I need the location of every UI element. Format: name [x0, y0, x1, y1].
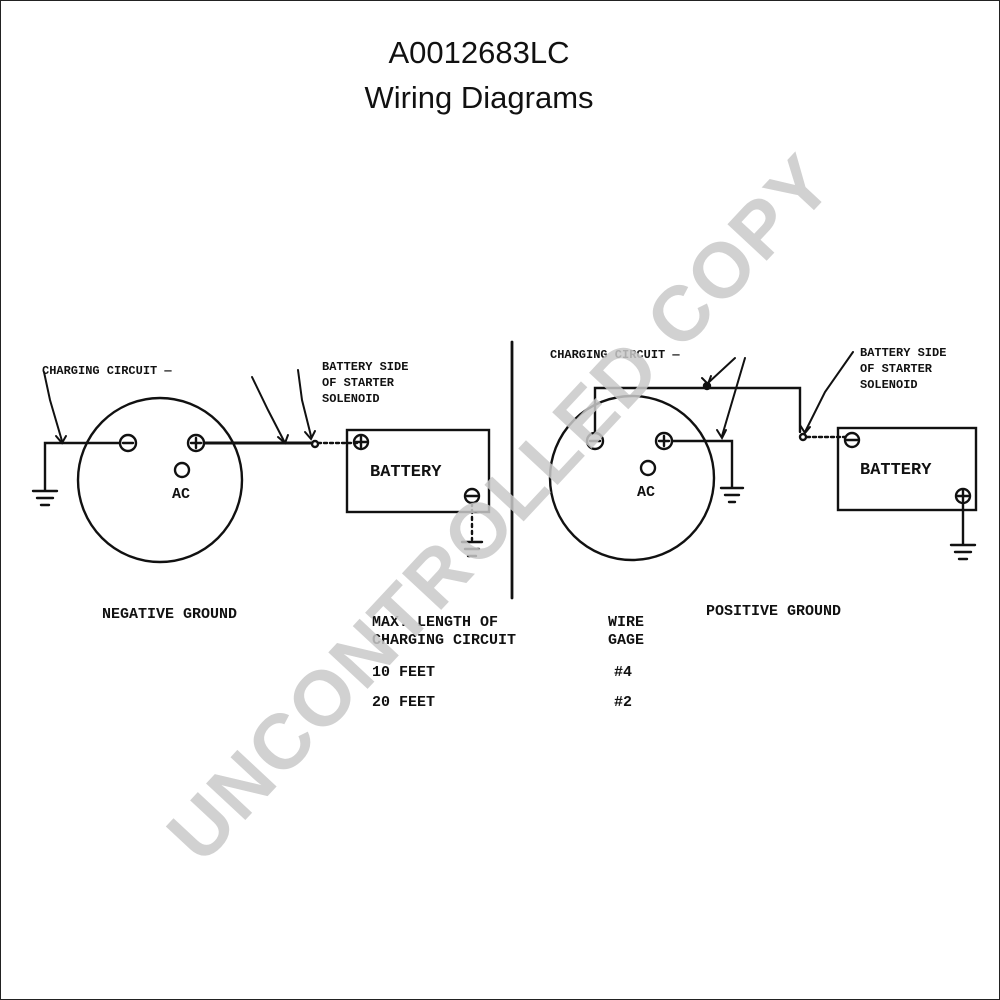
- neg-battery-side-line-3: SOLENOID: [322, 392, 380, 406]
- pos-battery: [836, 426, 978, 512]
- table-col2-header-line-2: GAGE: [608, 632, 644, 649]
- positive-ground-diagram: [548, 351, 978, 562]
- neg-battery-side-line-2: OF STARTER: [322, 376, 395, 390]
- part-number: A0012683LC: [388, 35, 570, 70]
- neg-ground-wire: [43, 441, 122, 492]
- neg-battery: [345, 428, 491, 514]
- positive-labels: CHARGING CIRCUIT — BATTERY SIDE OF START…: [550, 346, 946, 620]
- pos-charging-circuit-label: CHARGING CIRCUIT —: [550, 348, 680, 362]
- table-col1-header-line-1: MAX. LENGTH OF: [372, 614, 498, 631]
- pos-battery-side-line-2: OF STARTER: [860, 362, 933, 376]
- pos-ground-wire: [670, 439, 734, 489]
- negative-ground-diagram: [31, 369, 491, 564]
- neg-battery-label: BATTERY: [370, 463, 442, 482]
- wire-gage-table: MAX. LENGTH OF CHARGING CIRCUIT WIRE GAG…: [372, 614, 644, 711]
- pos-caption: POSITIVE GROUND: [706, 603, 841, 620]
- pos-battery-label: BATTERY: [860, 461, 932, 480]
- neg-charging-circuit-label: CHARGING CIRCUIT —: [42, 364, 172, 378]
- title-block: A0012683LC Wiring Diagrams: [0, 30, 958, 120]
- pos-battery-minus: [843, 431, 861, 449]
- pos-alternator: [548, 394, 716, 562]
- neg-ac-terminal: [173, 461, 191, 479]
- neg-alternator: [76, 396, 244, 564]
- pos-battery-side-line-1: BATTERY SIDE: [860, 346, 946, 360]
- pos-ac-terminal: [639, 459, 657, 477]
- negative-labels: CHARGING CIRCUIT — BATTERY SIDE OF START…: [42, 360, 442, 623]
- pos-ground-symbol-1: [719, 486, 745, 504]
- table-row-2-gage: #2: [614, 694, 632, 711]
- pos-battery-side-line-3: SOLENOID: [860, 378, 918, 392]
- table-row-1-gage: #4: [614, 664, 632, 681]
- table-col1-header-line-2: CHARGING CIRCUIT: [372, 632, 516, 649]
- table-row-2-length: 20 FEET: [372, 694, 435, 711]
- neg-battery-side-line-1: BATTERY SIDE: [322, 360, 408, 374]
- page-title: Wiring Diagrams: [364, 80, 594, 115]
- neg-ground-symbol-2: [460, 540, 484, 558]
- table-col2-header-line-1: WIRE: [608, 614, 644, 631]
- neg-ground-symbol-1: [31, 489, 59, 507]
- neg-ac-label: AC: [172, 486, 190, 503]
- pos-charging-wire: [593, 386, 802, 435]
- table-row-1-length: 10 FEET: [372, 664, 435, 681]
- neg-battery-plus: [352, 433, 370, 451]
- pos-ground-symbol-2: [949, 543, 977, 561]
- pos-ac-label: AC: [637, 484, 655, 501]
- neg-caption: NEGATIVE GROUND: [102, 606, 237, 623]
